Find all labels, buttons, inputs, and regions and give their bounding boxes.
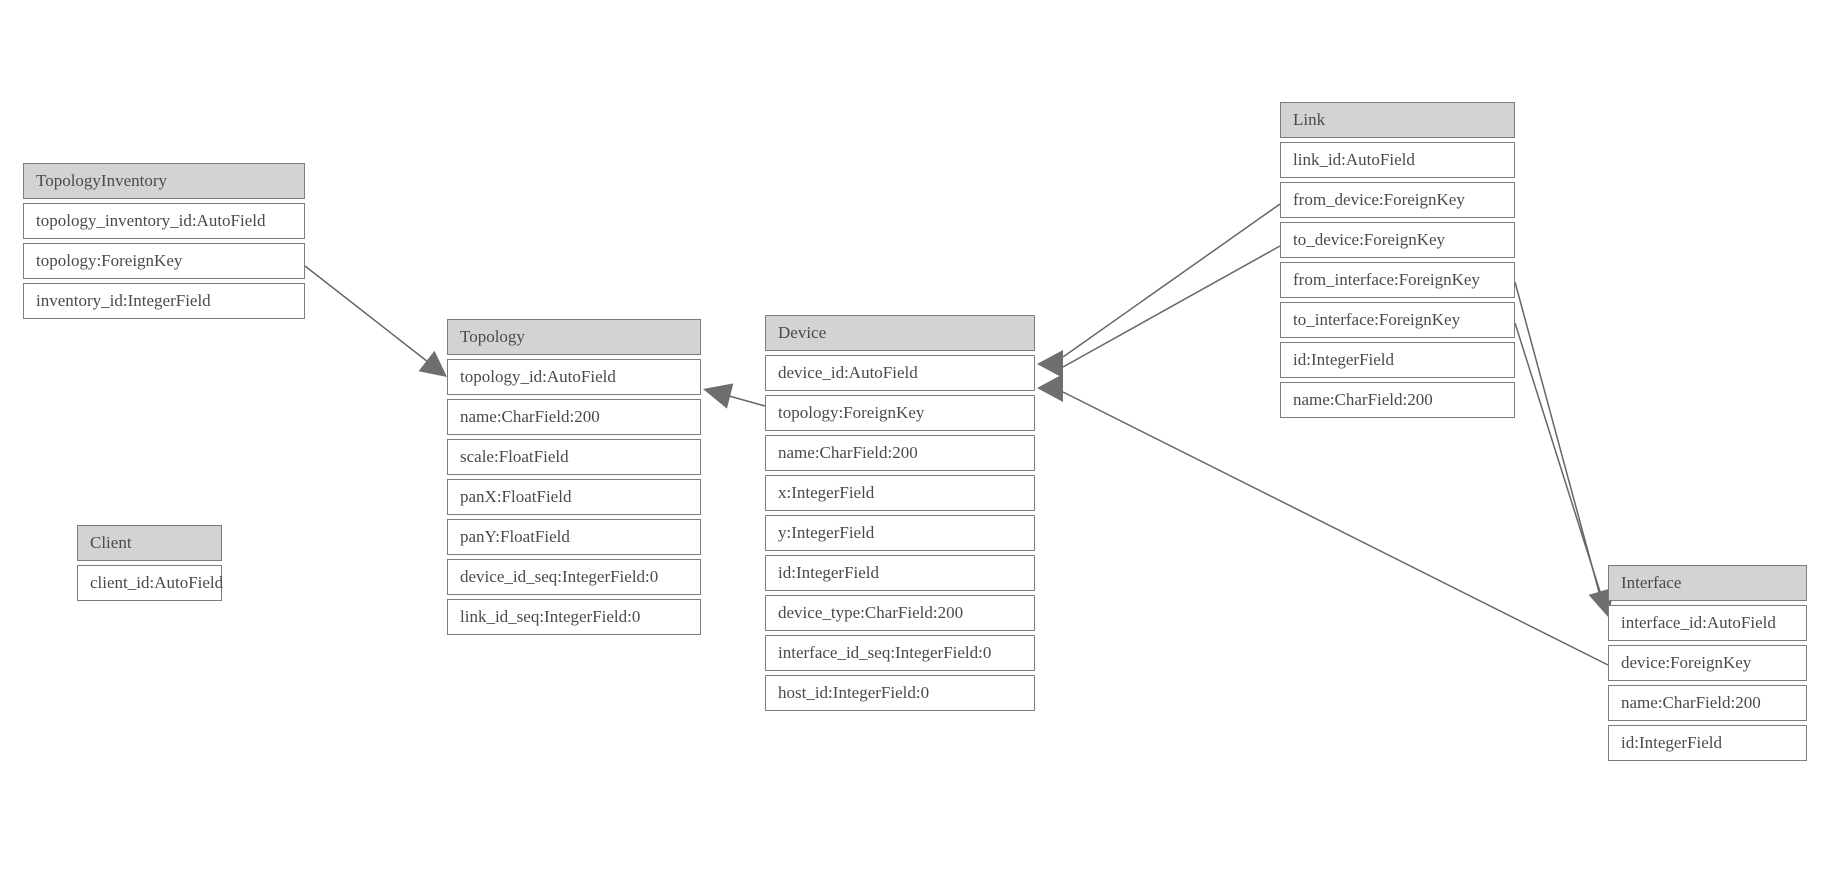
entity-header-link: Link bbox=[1280, 102, 1515, 138]
field-row: inventory_id:IntegerField bbox=[23, 283, 305, 319]
field-row: panX:FloatField bbox=[447, 479, 701, 515]
arrowhead-topology-left bbox=[418, 350, 447, 377]
edge-link-todevice-to-device bbox=[1062, 245, 1281, 368]
field-row: from_device:ForeignKey bbox=[1280, 182, 1515, 218]
arrowhead-interface bbox=[1588, 587, 1614, 618]
field-row: topology_inventory_id:AutoField bbox=[23, 203, 305, 239]
field-row: host_id:IntegerField:0 bbox=[765, 675, 1035, 711]
field-row: device_type:CharField:200 bbox=[765, 595, 1035, 631]
field-row: x:IntegerField bbox=[765, 475, 1035, 511]
field-row: link_id:AutoField bbox=[1280, 142, 1515, 178]
field-row: scale:FloatField bbox=[447, 439, 701, 475]
field-row: to_interface:ForeignKey bbox=[1280, 302, 1515, 338]
entity-rows: topology_inventory_id:AutoField topology:… bbox=[23, 203, 305, 319]
field-row: name:CharField:200 bbox=[1280, 382, 1515, 418]
field-row: topology_id:AutoField bbox=[447, 359, 701, 395]
entity-table-device: Device device_id:AutoField topology:Forei… bbox=[765, 315, 1035, 711]
field-row: y:IntegerField bbox=[765, 515, 1035, 551]
entity-header-interface: Interface bbox=[1608, 565, 1807, 601]
entity-table-link: Link link_id:AutoField from_device:Foreig… bbox=[1280, 102, 1515, 418]
entity-table-topologyinventory: TopologyInventory topology_inventory_id:… bbox=[23, 163, 305, 319]
edge-topologyinventory-to-topology bbox=[304, 265, 429, 363]
entity-rows: client_id:AutoField bbox=[77, 565, 223, 601]
field-row: device_id:AutoField bbox=[765, 355, 1035, 391]
entity-header-topologyinventory: TopologyInventory bbox=[23, 163, 305, 199]
field-row: device_id_seq:IntegerField:0 bbox=[447, 559, 701, 595]
field-row: to_device:ForeignKey bbox=[1280, 222, 1515, 258]
field-row: topology:ForeignKey bbox=[765, 395, 1035, 431]
entity-header-device: Device bbox=[765, 315, 1035, 351]
arrowhead-device-lower bbox=[1037, 374, 1063, 402]
arrowhead-topology-right bbox=[703, 383, 734, 409]
edge-link-frominterface-to-interface bbox=[1514, 281, 1600, 593]
entity-table-interface: Interface interface_id:AutoField device:F… bbox=[1608, 565, 1807, 761]
field-row: panY:FloatField bbox=[447, 519, 701, 555]
field-row: client_id:AutoField bbox=[77, 565, 223, 601]
edge-link-tointerface-to-interface bbox=[1514, 322, 1603, 599]
edge-interface-to-device bbox=[1062, 391, 1609, 666]
edge-link-fromdevice-to-device bbox=[1062, 203, 1281, 358]
field-row: name:CharField:200 bbox=[447, 399, 701, 435]
field-row: topology:ForeignKey bbox=[23, 243, 305, 279]
field-row: id:IntegerField bbox=[765, 555, 1035, 591]
entity-header-topology: Topology bbox=[447, 319, 701, 355]
field-row: name:CharField:200 bbox=[1608, 685, 1807, 721]
field-row: interface_id:AutoField bbox=[1608, 605, 1807, 641]
field-row: link_id_seq:IntegerField:0 bbox=[447, 599, 701, 635]
entity-table-client: Client client_id:AutoField bbox=[77, 525, 223, 601]
entity-rows: device_id:AutoField topology:ForeignKey na… bbox=[765, 355, 1035, 711]
entity-rows: topology_id:AutoField name:CharField:200 s… bbox=[447, 359, 701, 635]
entity-rows: interface_id:AutoField device:ForeignKey n… bbox=[1608, 605, 1807, 761]
edge-device-to-topology bbox=[728, 395, 766, 407]
entity-header-client: Client bbox=[77, 525, 222, 561]
field-row: id:IntegerField bbox=[1280, 342, 1515, 378]
field-row: id:IntegerField bbox=[1608, 725, 1807, 761]
field-row: interface_id_seq:IntegerField:0 bbox=[765, 635, 1035, 671]
arrowhead-device-upper bbox=[1037, 350, 1063, 378]
field-row: from_interface:ForeignKey bbox=[1280, 262, 1515, 298]
field-row: name:CharField:200 bbox=[765, 435, 1035, 471]
field-row: device:ForeignKey bbox=[1608, 645, 1807, 681]
entity-table-topology: Topology topology_id:AutoField name:CharF… bbox=[447, 319, 701, 635]
